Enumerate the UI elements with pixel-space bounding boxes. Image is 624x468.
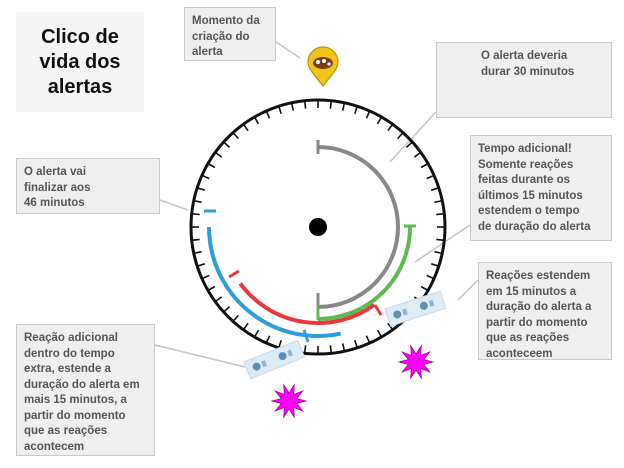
callout-reactions-extend: Reações estendem em 15 minutos a duração…: [478, 262, 612, 360]
pointer-additional-reaction: [154, 344, 246, 368]
reaction-badge-icon: [384, 290, 447, 327]
clock-tick: [278, 339, 282, 349]
cap-red-start: [373, 304, 383, 316]
clock-tick: [242, 322, 249, 331]
arc-total-duration: [207, 226, 342, 338]
clock-tick: [420, 285, 429, 292]
cap-blue-start: [302, 329, 310, 343]
clock-tick: [207, 162, 216, 169]
clock-tick: [430, 187, 440, 191]
clock-tick: [354, 105, 358, 115]
clock-tick: [196, 187, 206, 191]
clock-tick: [191, 212, 200, 216]
clock-tick: [223, 306, 231, 313]
clock-tick: [329, 345, 333, 354]
clock-center: [309, 218, 327, 236]
pointer-reactions-extend: [457, 279, 479, 301]
clock-tick: [387, 123, 394, 132]
clock-tick: [436, 212, 445, 216]
clock-tick: [376, 116, 383, 125]
clock-tick: [397, 132, 404, 140]
clock-tick: [341, 102, 346, 111]
clock-tick: [426, 174, 435, 180]
callout-will-end: O alerta vai finalizar aos 46 minutos: [16, 158, 160, 214]
clock-tick: [214, 296, 223, 303]
clock-tick: [265, 335, 271, 344]
clock-tick: [405, 141, 413, 148]
clock-tick: [354, 339, 358, 349]
clock-tick: [290, 102, 295, 111]
cap-red-end: [228, 269, 240, 279]
clock-tick: [341, 343, 346, 352]
callout-creation: Momento da criação do alerta: [184, 7, 276, 61]
clock-tick: [223, 141, 231, 148]
clock-tick: [214, 151, 223, 158]
clock-tick: [242, 123, 249, 132]
clock-tick: [426, 274, 435, 280]
reaction-burst-icon: [270, 383, 308, 419]
clock-tick: [232, 132, 239, 140]
map-pin-icon: [307, 46, 339, 87]
pointer-should-last: [389, 111, 437, 163]
callout-additional-reaction: Reação adicional dentro do tempo extra, …: [16, 324, 155, 456]
pointer-will-end: [159, 199, 189, 211]
duration-arcs: [207, 145, 412, 338]
diagram-title: Clico de vida dos alertas: [39, 25, 121, 98]
clock-tick: [193, 250, 202, 255]
clock-tick: [376, 329, 383, 338]
clock-tick: [303, 100, 307, 109]
clock-tick: [434, 250, 443, 255]
title-box: Clico de vida dos alertas: [16, 12, 144, 112]
callout-should-last: O alerta deveria durar 30 minutos: [436, 42, 612, 118]
clock-tick: [193, 199, 202, 204]
arc-end-caps: [204, 140, 416, 343]
clock-tick: [420, 162, 429, 169]
callout-extra-time: Tempo adicional! Somente reações feitas …: [470, 135, 612, 241]
clock-tick: [201, 274, 210, 280]
clock-tick: [191, 238, 200, 242]
clock-tick: [207, 285, 216, 292]
arc-extension-first: [317, 226, 412, 321]
clock-tick: [434, 199, 443, 204]
reaction-burst-icon: [397, 344, 435, 380]
clock-tick: [365, 335, 371, 344]
arc-extension-second: [238, 282, 376, 325]
clock-tick: [232, 314, 239, 322]
clock-tick: [365, 110, 371, 119]
clock-tick: [329, 100, 333, 109]
clock-tick: [278, 105, 282, 115]
clock-tick: [196, 263, 206, 267]
clock-tick: [430, 263, 440, 267]
clock-tick: [253, 116, 260, 125]
reaction-badge-icon: [243, 339, 306, 380]
clock-ticks: [191, 100, 445, 354]
clock-tick: [436, 238, 445, 242]
clock-tick: [413, 151, 422, 158]
clock-tick: [265, 110, 271, 119]
clock-tick: [253, 329, 260, 338]
arc-30-minutes: [317, 145, 400, 309]
clock-tick: [303, 345, 307, 354]
clock-tick: [201, 174, 210, 180]
